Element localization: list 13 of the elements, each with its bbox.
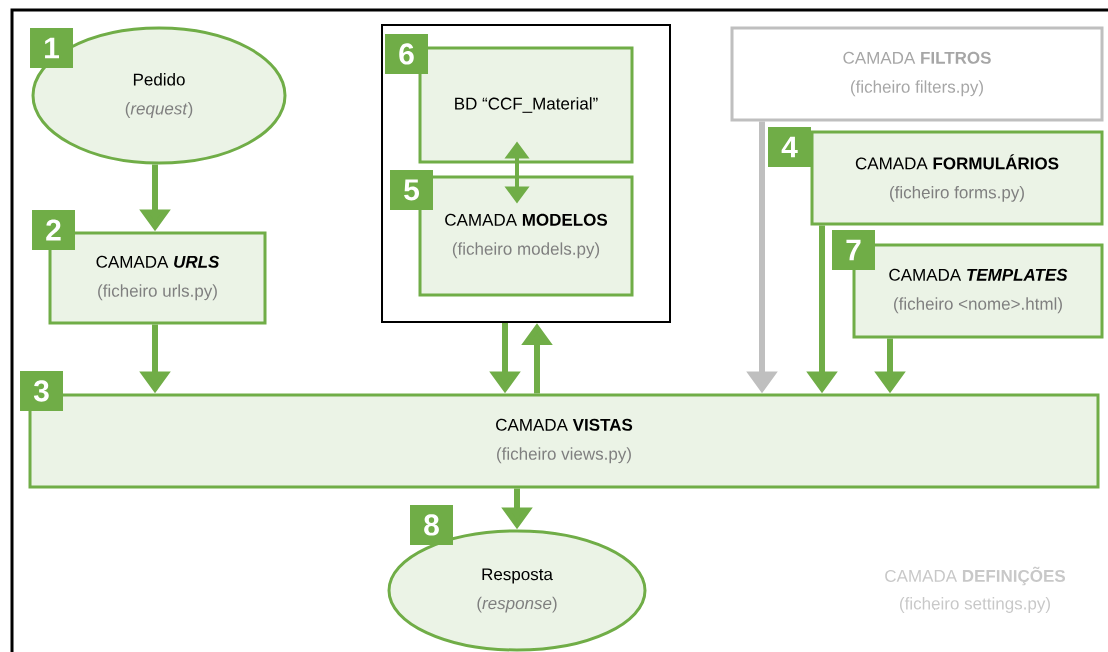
callout-number: 3 xyxy=(20,371,63,411)
callout-number: 8 xyxy=(410,505,453,545)
process-box: CAMADA FORMULÁRIOS (ficheiro forms.py) xyxy=(810,130,1104,226)
callout-number: 2 xyxy=(32,210,75,250)
process-box: BD “CCF_Material” xyxy=(418,46,634,164)
process-box: CAMADA MODELOS (ficheiro models.py) xyxy=(418,175,634,297)
callout-number: 6 xyxy=(385,34,428,74)
callout-number: 4 xyxy=(768,127,811,167)
group-frame xyxy=(381,24,671,323)
callout-number: 5 xyxy=(390,170,433,210)
callout-number: 1 xyxy=(30,28,73,68)
process-box: CAMADA FILTROS (ficheiro filters.py) xyxy=(730,26,1104,122)
callout-number: 7 xyxy=(832,230,875,270)
